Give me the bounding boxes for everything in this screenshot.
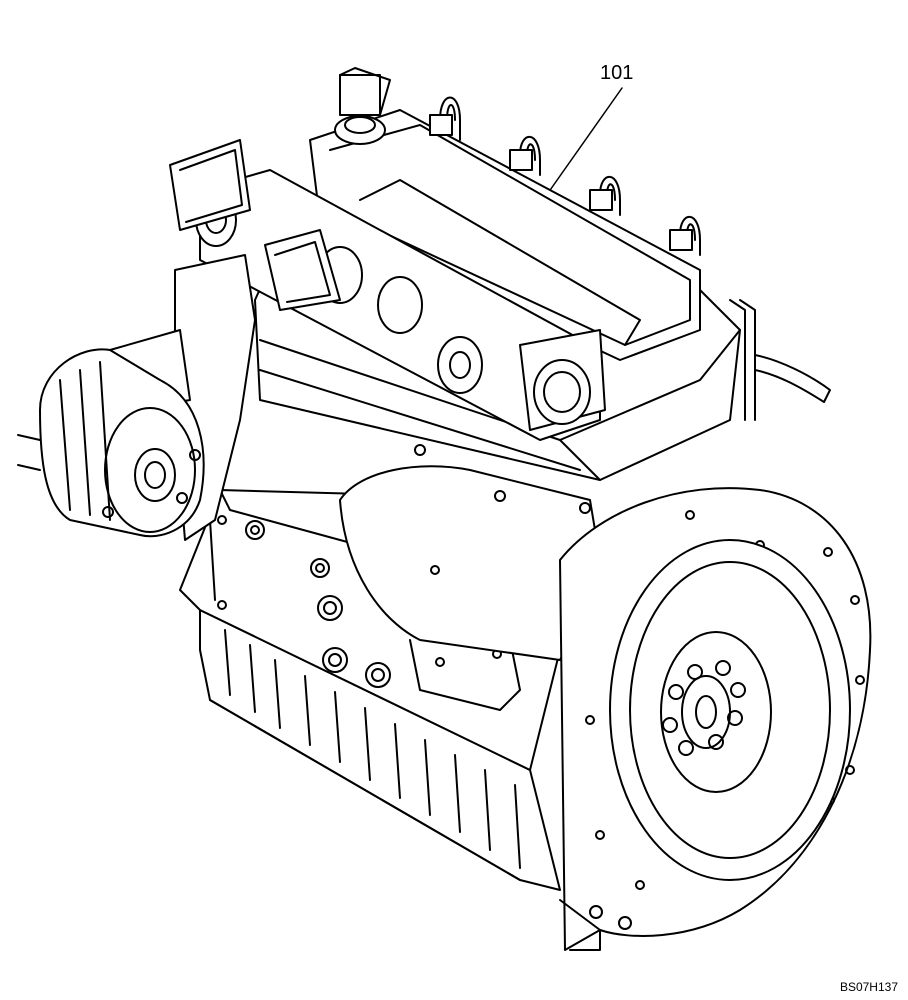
flywheel [610, 540, 850, 880]
drawing-code: BS07H137 [839, 980, 898, 994]
intake-manifold [170, 140, 605, 440]
callout-label-101: 101 [600, 62, 634, 84]
breather-tube [755, 355, 830, 402]
injector-lines [430, 98, 755, 421]
valve-cover [310, 68, 700, 360]
callout-leader-line [548, 88, 622, 193]
alternator [18, 349, 204, 536]
